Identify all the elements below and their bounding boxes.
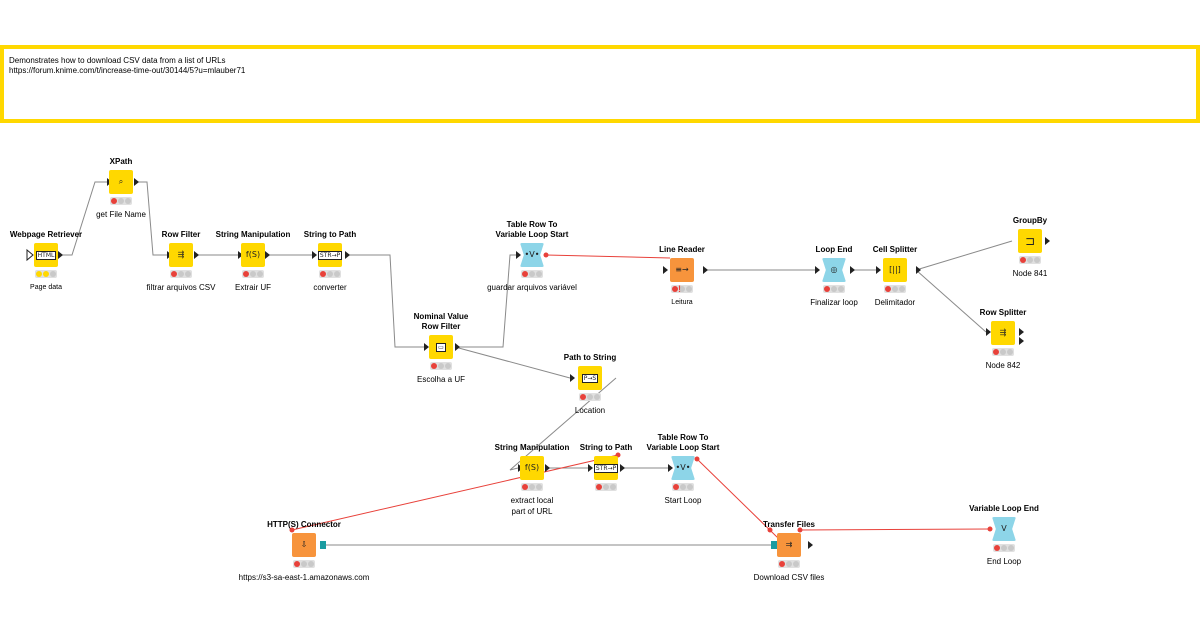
html-icon: HTML (34, 243, 58, 267)
node-title: XPath (109, 157, 133, 166)
path-to-string-icon: P→S (578, 366, 602, 390)
node-label[interactable]: End Loop (986, 557, 1022, 566)
node-title: Loop End (815, 245, 853, 254)
node-title: Row Filter (161, 230, 201, 239)
xpath-icon: ⌕ (109, 170, 133, 194)
connection (915, 240, 1013, 271)
string-manipulation-icon: f(S) (241, 243, 265, 267)
traffic-light (671, 285, 693, 293)
traffic-light (35, 270, 57, 278)
node-label[interactable]: Node 841 (1012, 269, 1048, 278)
node-label[interactable]: part of URL (511, 507, 553, 516)
node-title: Webpage Retriever (9, 230, 83, 239)
traffic-light (521, 483, 543, 491)
node-label[interactable]: guardar arquivos variável (487, 283, 577, 292)
traffic-light (993, 544, 1015, 552)
node-title: Table Row To (657, 433, 709, 442)
string-manipulation-icon: f(S) (520, 456, 544, 480)
node-title: Transfer Files (762, 520, 816, 529)
annotation-text-line1: Demonstrates how to download CSV data fr… (9, 56, 226, 65)
traffic-light (319, 270, 341, 278)
traffic-light (992, 348, 1014, 356)
node-label[interactable]: Escolha a UF (416, 375, 466, 384)
variable-loop-end-icon: V (992, 517, 1016, 541)
traffic-light (170, 270, 192, 278)
node-title: String Manipulation (494, 443, 570, 452)
string-to-path-icon: STR→P (317, 243, 343, 267)
node-title: Row Filter (421, 322, 461, 331)
node-title: Row Splitter (979, 308, 1027, 317)
node-label[interactable]: Delimitador (874, 298, 916, 307)
traffic-light (521, 270, 543, 278)
nominal-filter-icon: ▭ (429, 335, 453, 359)
node-title: Cell Splitter (872, 245, 918, 254)
line-reader-icon: ≡→ (670, 258, 694, 282)
groupby-icon: ⊐ (1018, 229, 1042, 253)
node-label[interactable]: converter (313, 283, 347, 292)
flow-variable-connection (545, 254, 671, 259)
node-label[interactable]: Location (574, 406, 606, 415)
node-label[interactable]: get File Name (96, 210, 146, 219)
connection (454, 346, 571, 379)
row-filter-icon: ⇶ (169, 243, 193, 267)
node-label[interactable]: Page data (30, 284, 62, 291)
traffic-light (778, 560, 800, 568)
node-title: Nominal Value (413, 312, 469, 321)
node-label[interactable]: Download CSV files (753, 573, 825, 582)
node-label[interactable]: extract local (510, 496, 554, 505)
traffic-light (595, 483, 617, 491)
warning-icon: ! (678, 284, 681, 294)
node-title: Variable Loop End (969, 504, 1039, 513)
flow-variable-connection (799, 528, 991, 531)
node-title: Variable Loop Start (646, 443, 720, 452)
connector-icon: ⇩ (292, 533, 316, 557)
loop-start-icon: •V• (520, 243, 544, 267)
traffic-light (430, 362, 452, 370)
node-label[interactable]: Extrair UF (235, 283, 271, 292)
node-title: Variable Loop Start (495, 230, 569, 239)
traffic-light (242, 270, 264, 278)
flow-variable-connection (291, 454, 619, 531)
connection (134, 181, 167, 256)
node-label[interactable]: Start Loop (664, 496, 702, 505)
traffic-light (884, 285, 906, 293)
annotation-text-line2: https://forum.knime.com/t/increase-time-… (9, 66, 246, 75)
node-title: HTTP(S) Connector (267, 520, 341, 529)
string-to-path-icon: STR→P (593, 456, 619, 480)
node-title: String Manipulation (215, 230, 291, 239)
transfer-files-icon: ⇉ (777, 533, 801, 557)
flow-variable-connection (696, 458, 779, 539)
traffic-light (579, 393, 601, 401)
node-label[interactable]: Node 842 (985, 361, 1021, 370)
traffic-light (823, 285, 845, 293)
node-title: Path to String (563, 353, 617, 362)
node-label[interactable]: Leitura (671, 299, 693, 306)
traffic-light (672, 483, 694, 491)
loop-start-icon: •V• (671, 456, 695, 480)
connection (509, 377, 617, 471)
loop-end-icon: ◎ (822, 258, 846, 282)
connection (915, 269, 987, 333)
workflow-annotation[interactable]: Demonstrates how to download CSV data fr… (0, 45, 1200, 123)
traffic-light (293, 560, 315, 568)
node-title: String to Path (579, 443, 633, 452)
node-label[interactable]: https://s3-sa-east-1.amazonaws.com (238, 573, 370, 582)
node-title: String to Path (303, 230, 357, 239)
node-title: Line Reader (659, 245, 705, 254)
traffic-light (110, 197, 132, 205)
node-title: GroupBy (1012, 216, 1048, 225)
traffic-light (1019, 256, 1041, 264)
connection (345, 254, 424, 348)
cell-splitter-icon: [||] (883, 258, 907, 282)
connection (455, 254, 516, 348)
node-title: Table Row To (506, 220, 558, 229)
row-splitter-icon: ⇶ (991, 321, 1015, 345)
connection (58, 181, 107, 256)
node-label[interactable]: filtrar arquivos CSV (146, 283, 216, 292)
node-label[interactable]: Finalizar loop (810, 298, 858, 307)
